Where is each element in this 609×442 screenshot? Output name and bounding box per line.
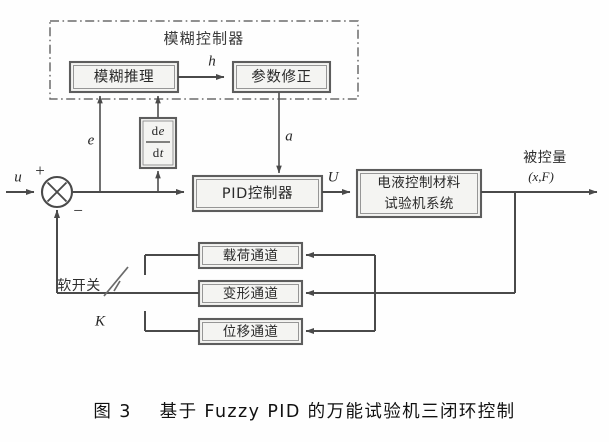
block-pid-controller[interactable]: PID控制器 [191, 174, 324, 213]
block-plant-label-line2: 试验机系统 [384, 196, 454, 212]
soft-switch-blade [103, 266, 129, 297]
sum-minus-sign: − [73, 201, 83, 220]
block-displacement-channel[interactable]: 位移通道 [197, 317, 304, 346]
block-fuzzy-inference[interactable]: 模糊推理 [68, 60, 180, 94]
output-label: 被控量 [523, 150, 567, 166]
output-variables: (x,F) [528, 169, 554, 184]
block-deformation-channel[interactable]: 变形通道 [197, 279, 304, 308]
derivative-numerator: de [152, 123, 165, 138]
signal-label-h: h [208, 53, 216, 69]
gain-label-K: K [94, 313, 106, 329]
soft-switch-label: 软开关 [57, 278, 101, 294]
signal-label-a: a [285, 128, 293, 144]
soft-switch-blade-tick [113, 280, 121, 292]
block-parameter-correction[interactable]: 参数修正 [231, 60, 332, 94]
signal-label-u: u [14, 169, 22, 185]
fuzzy-controller-group [49, 20, 359, 100]
block-fuzzy-inference-label: 模糊推理 [94, 69, 154, 86]
figure-caption: 图 3 基于 Fuzzy PID 的万能试验机三闭环控制 [93, 402, 516, 422]
summing-junction [40, 175, 74, 209]
signal-label-e: e [88, 132, 95, 148]
block-load-channel-label: 载荷通道 [223, 248, 279, 264]
signal-label-U: U [328, 169, 340, 185]
block-parameter-correction-label: 参数修正 [251, 69, 311, 86]
block-pid-controller-label: PID控制器 [222, 185, 293, 202]
block-plant[interactable]: 电液控制材料 试验机系统 [355, 168, 483, 219]
fuzzy-controller-title: 模糊控制器 [163, 30, 244, 48]
block-deformation-channel-label: 变形通道 [223, 286, 279, 302]
block-displacement-channel-label: 位移通道 [223, 324, 279, 340]
block-derivative[interactable]: de dt [138, 116, 178, 170]
derivative-denominator: dt [153, 145, 164, 160]
block-load-channel[interactable]: 载荷通道 [197, 241, 304, 270]
block-plant-label-line1: 电液控制材料 [377, 175, 460, 191]
sum-plus-sign: + [35, 161, 45, 180]
